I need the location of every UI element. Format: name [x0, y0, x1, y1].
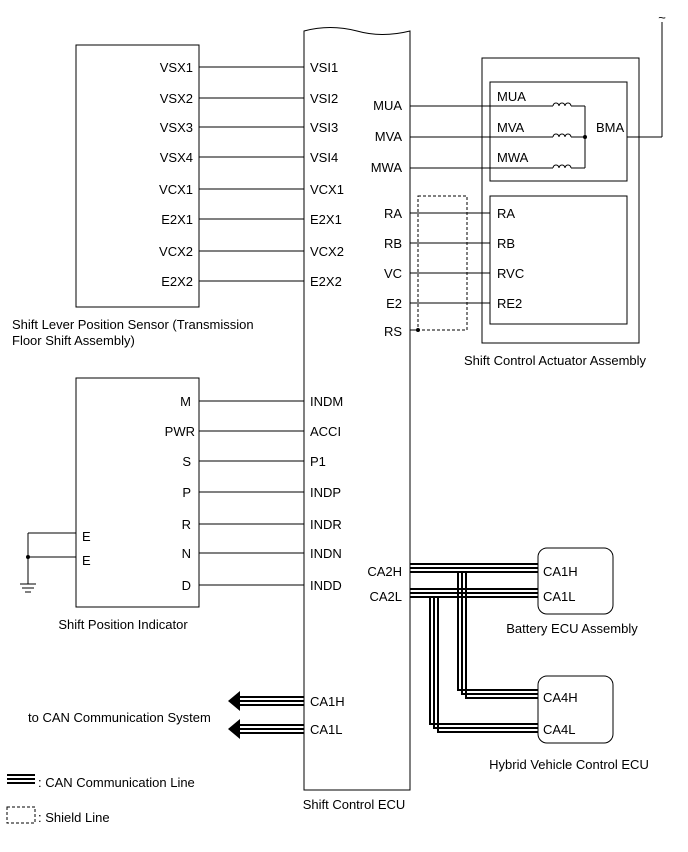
actuator-label: Shift Control Actuator Assembly	[464, 353, 647, 368]
shift-lever-sensor-box	[75, 44, 200, 308]
ecu-pin-indp: INDP	[310, 485, 341, 500]
actuator-motor-box	[489, 81, 628, 182]
sensor-pin-e2x2: E2X2	[161, 274, 193, 289]
legend-can-line-label: : CAN Communication Line	[38, 775, 195, 790]
ecu-pin-ra: RA	[384, 206, 402, 221]
ecu-pin-indm: INDM	[310, 394, 343, 409]
sensor-ecu-wires	[199, 66, 304, 282]
ecu-pin-vsi4: VSI4	[310, 150, 338, 165]
indicator-pin-d: D	[182, 578, 191, 593]
sensor-pin-vcx2: VCX2	[159, 244, 193, 259]
actuator-pin-re2: RE2	[497, 296, 522, 311]
hv-ecu-pin-ca4h: CA4H	[543, 690, 578, 705]
indicator-pin-m: M	[180, 394, 191, 409]
indicator-pin-e2: E	[82, 553, 91, 568]
actuator-pin-ra: RA	[497, 206, 515, 221]
hv-ecu-pin-ca4l: CA4L	[543, 722, 576, 737]
ecu-pin-rb: RB	[384, 236, 402, 251]
actuator-sensor-box	[489, 195, 628, 325]
can-arrow-ca1h	[228, 691, 304, 711]
ecu-pin-acci: ACCI	[310, 424, 341, 439]
actuator-pin-mwa: MWA	[497, 150, 529, 165]
ecu-pin-p1: P1	[310, 454, 326, 469]
ecu-pin-ca2l: CA2L	[369, 589, 402, 604]
ecu-pin-ca2h: CA2H	[367, 564, 402, 579]
sensor-pin-vsx2: VSX2	[160, 91, 193, 106]
battery-ecu-box	[537, 547, 614, 615]
can-communication-label: to CAN Communication System	[28, 710, 211, 725]
ecu-pin-vsi3: VSI3	[310, 120, 338, 135]
sensor-pin-vcx1: VCX1	[159, 182, 193, 197]
legend-shield-line-label: : Shield Line	[38, 810, 110, 825]
indicator-pin-p: P	[182, 485, 191, 500]
can-bus-lines	[410, 563, 538, 733]
shift-position-indicator-label: Shift Position Indicator	[58, 617, 188, 632]
sensor-pin-e2x1: E2X1	[161, 212, 193, 227]
indicator-pin-n: N	[182, 546, 191, 561]
can-arrow-ca1l	[228, 719, 304, 739]
sensor-pin-vsx3: VSX3	[160, 120, 193, 135]
actuator-outer-box	[481, 57, 640, 344]
ecu-pin-e2x1: E2X1	[310, 212, 342, 227]
indicator-ecu-wires	[199, 400, 304, 586]
legend-can-line-icon	[7, 774, 35, 784]
battery-ecu-label: Battery ECU Assembly	[506, 621, 638, 636]
ecu-pin-e2x2: E2X2	[310, 274, 342, 289]
ecu-pin-vc: VC	[384, 266, 402, 281]
shift-control-ecu-label: Shift Control ECU	[303, 797, 406, 812]
indicator-pin-r: R	[182, 517, 191, 532]
sensor-pin-vsx4: VSX4	[160, 150, 193, 165]
ecu-pin-rs: RS	[384, 324, 402, 339]
ecu-pin-vcx1: VCX1	[310, 182, 344, 197]
indicator-pin-pwr: PWR	[165, 424, 195, 439]
ecu-pin-ca1h: CA1H	[310, 694, 345, 709]
actuator-pin-mua: MUA	[497, 89, 526, 104]
ecu-pin-indd: INDD	[310, 578, 342, 593]
ecu-pin-vsi2: VSI2	[310, 91, 338, 106]
actuator-pin-rb: RB	[497, 236, 515, 251]
battery-ecu-pin-ca1l: CA1L	[543, 589, 576, 604]
ecu-pin-vsi1: VSI1	[310, 60, 338, 75]
actuator-pin-bma: BMA	[596, 120, 625, 135]
ecu-pin-ca1l: CA1L	[310, 722, 343, 737]
motor-coil-wires	[410, 22, 663, 169]
ecu-pin-vcx2: VCX2	[310, 244, 344, 259]
actuator-pin-rvc: RVC	[497, 266, 524, 281]
shift-lever-sensor-label-line1: Shift Lever Position Sensor (Transmissio…	[12, 317, 254, 332]
actuator-sensor-wires	[410, 212, 490, 304]
shift-control-ecu-box	[303, 27, 411, 791]
actuator-pin-mva: MVA	[497, 120, 525, 135]
hv-ecu-box	[537, 675, 614, 744]
break-symbol-icon: ~	[658, 10, 666, 25]
hv-ecu-label: Hybrid Vehicle Control ECU	[489, 757, 649, 772]
shield-line	[410, 195, 468, 332]
sensor-pin-vsx1: VSX1	[160, 60, 193, 75]
ground-icon	[20, 532, 76, 593]
legend-shield-line-icon	[6, 806, 36, 824]
indicator-pin-e1: E	[82, 529, 91, 544]
ecu-pin-mua: MUA	[373, 98, 402, 113]
ecu-pin-indr: INDR	[310, 517, 342, 532]
shift-lever-sensor-label-line2: Floor Shift Assembly)	[12, 333, 135, 348]
ecu-pin-mwa: MWA	[371, 160, 403, 175]
indicator-pin-s: S	[182, 454, 191, 469]
ecu-pin-indn: INDN	[310, 546, 342, 561]
ecu-pin-mva: MVA	[375, 129, 403, 144]
shift-position-indicator-box	[75, 377, 200, 608]
battery-ecu-pin-ca1h: CA1H	[543, 564, 578, 579]
ecu-pin-e2: E2	[386, 296, 402, 311]
